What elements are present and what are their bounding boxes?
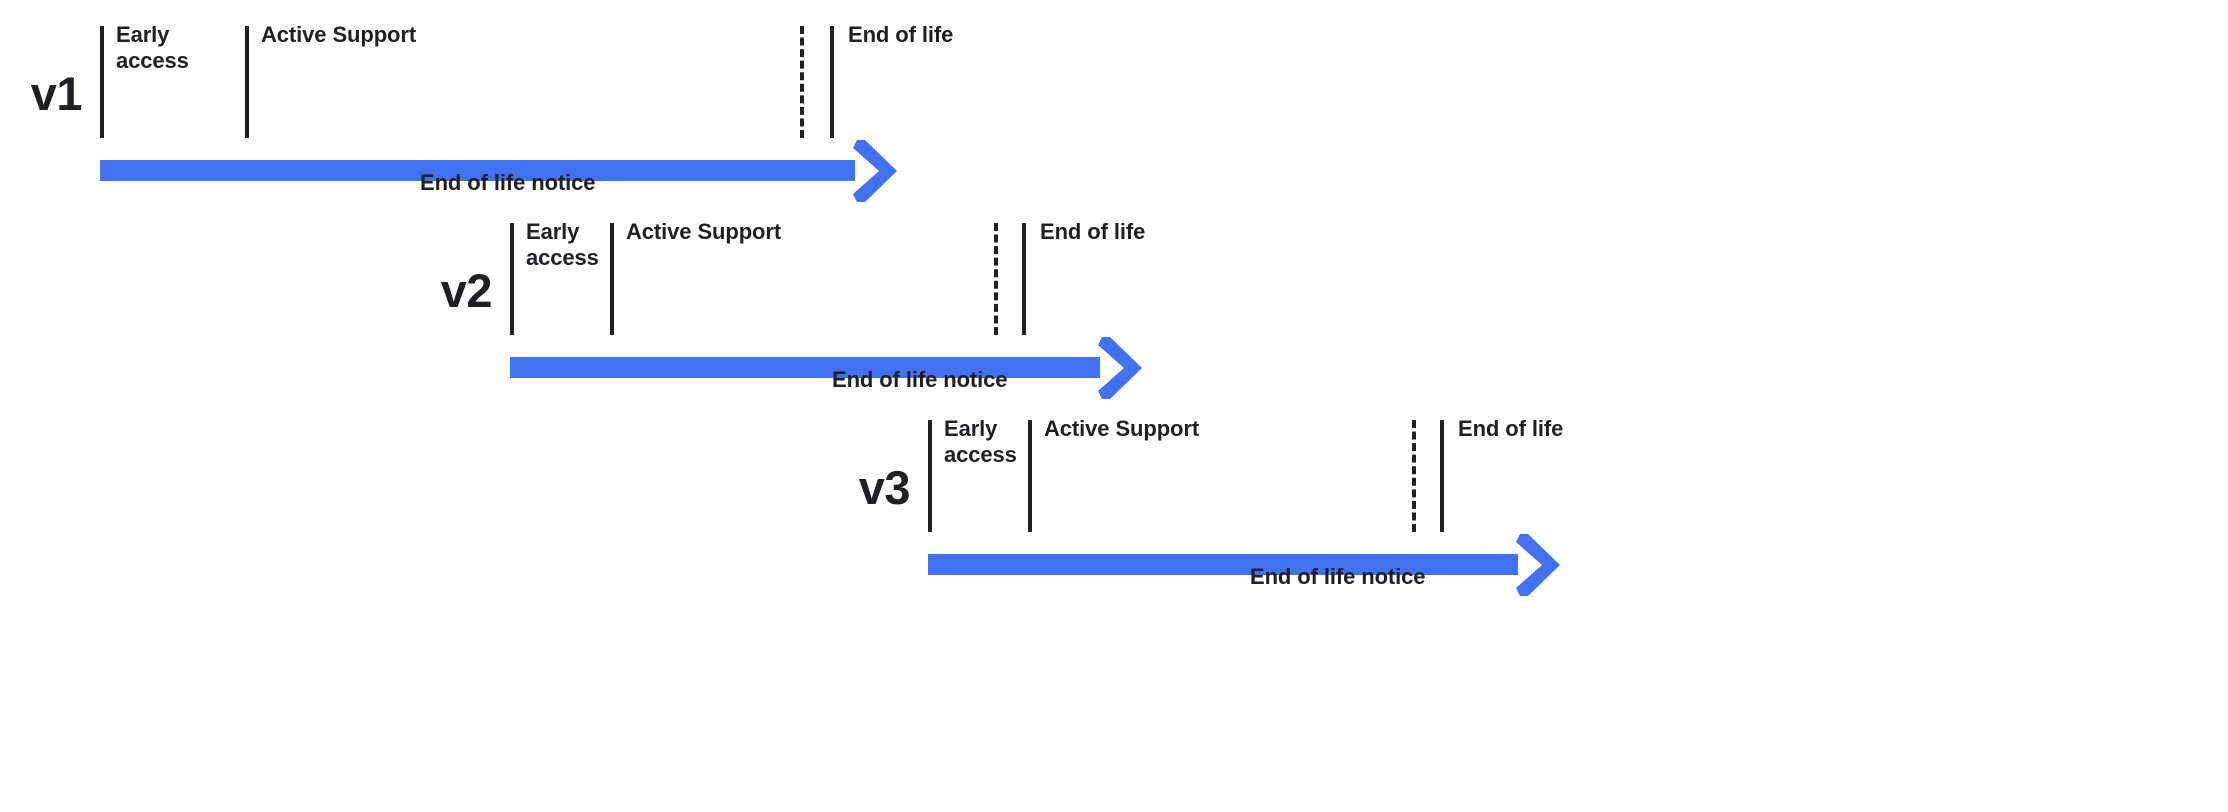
end-of-life-notice-label: End of life notice [420,170,596,195]
phase-divider-1 [928,420,932,532]
end-of-life-notice-label: End of life notice [832,367,1008,392]
phase-label-2: Active Support [626,219,782,244]
phase-label-3: End of life [848,22,954,47]
phase-label-1: Early access [944,416,1017,467]
phase-label-2: Active Support [1044,416,1200,441]
arrow-shaft [928,554,1518,575]
end-of-life-notice-marker [1412,420,1416,532]
phase-label-1: Early access [116,22,189,73]
arrow-shaft [510,357,1100,378]
phase-label-1: Early access [526,219,599,270]
version-label-v3: v3 [858,461,911,514]
version-label-v2: v2 [440,264,493,317]
end-of-life-notice-marker [994,223,998,335]
phase-label-2: Active Support [261,22,417,47]
arrow-right-icon [1096,337,1142,399]
end-of-life-notice-label: End of life notice [1250,564,1426,589]
phase-label-3: End of life [1458,416,1564,441]
phase-label-3: End of life [1040,219,1146,244]
phase-divider-3 [1022,223,1026,335]
arrow-right-icon [1514,534,1560,596]
phase-divider-3 [1440,420,1444,532]
phase-divider-2 [245,26,249,138]
timeline-arrow [928,534,1564,596]
arrow-right-icon [851,140,897,202]
timeline-arrow [100,140,901,202]
phase-divider-1 [510,223,514,335]
end-of-life-notice-marker [800,26,804,138]
phase-divider-2 [1028,420,1032,532]
phase-divider-3 [830,26,834,138]
arrow-shaft [100,160,855,181]
phase-divider-2 [610,223,614,335]
timeline-arrow [510,337,1146,399]
version-label-v1: v1 [30,67,83,120]
phase-divider-1 [100,26,104,138]
